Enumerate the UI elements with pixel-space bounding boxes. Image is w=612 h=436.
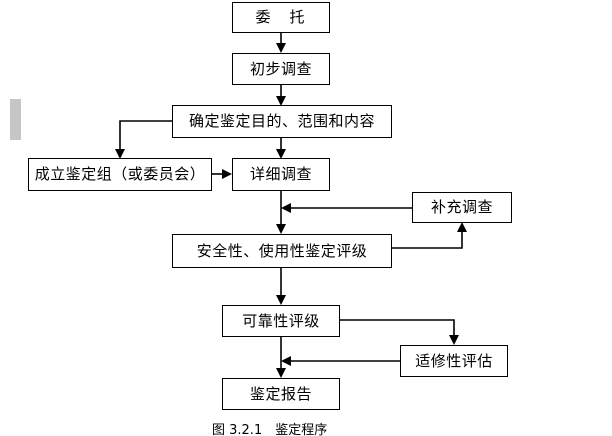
node-reliability-rating[interactable]: 可靠性评级 [222,305,340,337]
arrowhead-group [115,149,125,159]
edge-safety-to-supplementary [392,230,463,249]
node-detailed-investigation[interactable]: 详细调查 [232,158,330,191]
arrowhead-report [276,368,286,378]
node-entrust[interactable]: 委 托 [232,2,330,33]
arrowhead-repairability [449,335,459,345]
arrowhead-detailed-side [222,169,232,179]
node-determine-scope[interactable]: 确定鉴定目的、范围和内容 [172,105,392,138]
arrowhead-safety [276,224,286,234]
page-margin-mark [10,99,21,140]
arrowhead-reliability [276,295,286,305]
arrowhead-scope [276,96,286,106]
arrowhead-feedback [281,203,291,213]
node-supplementary-investigation[interactable]: 补充调查 [412,192,512,223]
arrowhead-preliminary [276,43,286,53]
node-repairability-assessment[interactable]: 适修性评估 [400,345,508,377]
node-appraisal-report[interactable]: 鉴定报告 [222,378,340,410]
arrowhead-detailed [276,149,286,159]
figure-caption: 图 3.2.1 鉴定程序 [212,423,328,436]
arrowhead-report-merge [281,356,291,366]
node-establish-appraisal-group[interactable]: 成立鉴定组（或委员会） [28,158,212,191]
arrowhead-supplementary [457,222,467,232]
edge-reliability-to-repairability [340,319,455,338]
node-preliminary-investigation[interactable]: 初步调查 [232,53,330,85]
node-safety-usability-rating[interactable]: 安全性、使用性鉴定评级 [172,234,392,268]
edge-scope-to-group [119,120,172,151]
